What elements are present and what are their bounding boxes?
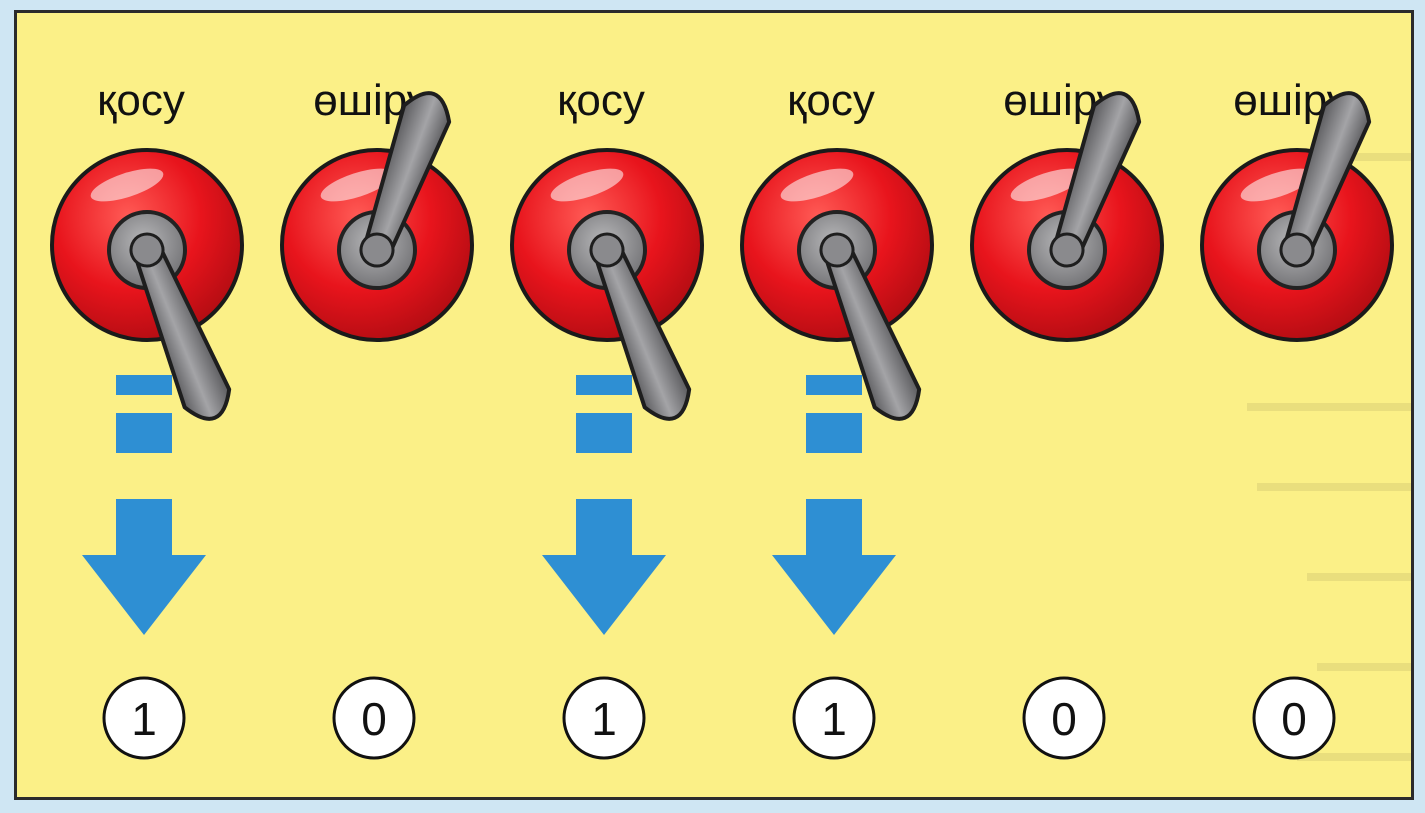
toggle-lever-icon xyxy=(359,91,452,268)
binary-value: 1 xyxy=(131,693,157,745)
toggle-lever-icon xyxy=(819,232,922,421)
binary-value-circle xyxy=(792,676,876,760)
toggle-lever-icon xyxy=(589,232,692,421)
switch-state-label: қосу xyxy=(557,76,645,125)
binary-value-circle xyxy=(1252,676,1336,760)
binary-value-circle xyxy=(332,676,416,760)
binary-value: 0 xyxy=(1051,693,1077,745)
binary-value-circle xyxy=(1022,676,1106,760)
binary-value-circle xyxy=(102,676,186,760)
switch-state-label: қосу xyxy=(787,76,875,125)
switch-highlight xyxy=(1240,168,1314,202)
down-arrow-icon xyxy=(82,375,206,635)
switch-4: қосу 1 xyxy=(740,76,934,760)
toggle-lever-icon xyxy=(1049,91,1142,268)
binary-value: 1 xyxy=(821,693,847,745)
switch-highlight xyxy=(320,168,394,202)
binary-value: 0 xyxy=(1281,693,1307,745)
switch-highlight xyxy=(90,168,164,202)
switch-highlight xyxy=(780,168,854,202)
binary-value-circle xyxy=(562,676,646,760)
switch-state-label: қосу xyxy=(97,76,185,125)
toggle-lever-icon xyxy=(129,232,232,421)
binary-value: 1 xyxy=(591,693,617,745)
switch-highlight xyxy=(550,168,624,202)
switch-1: қосу 1 xyxy=(50,76,244,760)
switch-3: қосу 1 xyxy=(510,76,704,760)
switch-highlight xyxy=(1010,168,1084,202)
binary-value: 0 xyxy=(361,693,387,745)
down-arrow-icon xyxy=(772,375,896,635)
toggle-lever-icon xyxy=(1279,91,1372,268)
background-texture xyxy=(1247,153,1411,761)
down-arrow-icon xyxy=(542,375,666,635)
